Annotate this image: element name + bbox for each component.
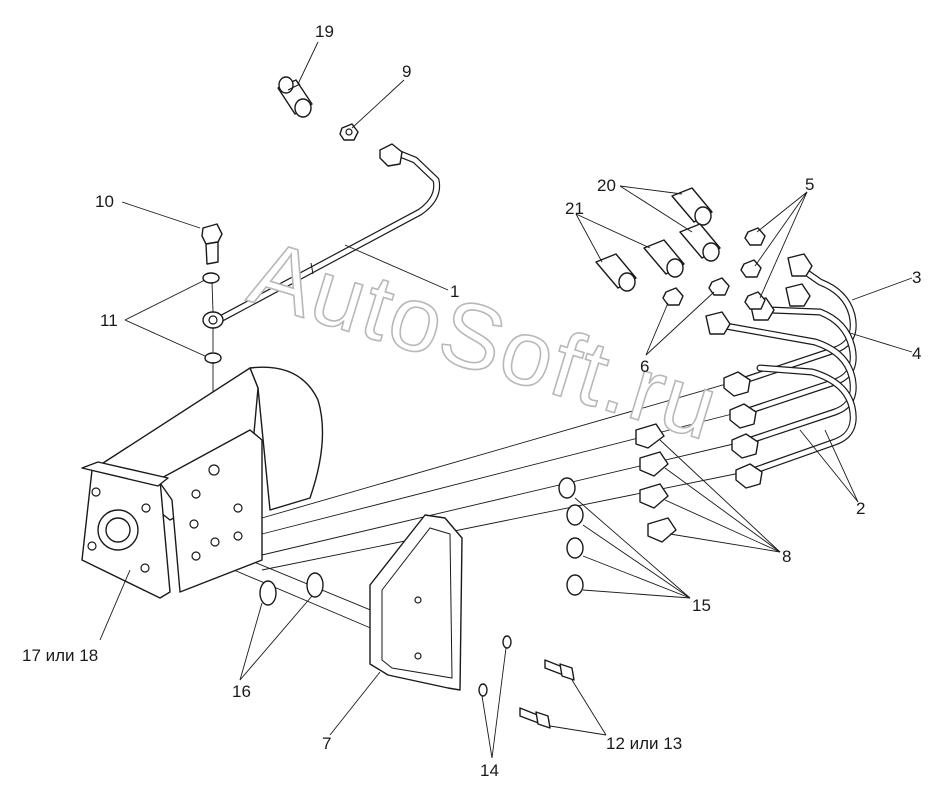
- callout-17-18: 17 или 18: [22, 646, 98, 665]
- callout-6: 6: [640, 357, 649, 376]
- tube-1-nut: [379, 143, 403, 167]
- callout-3: 3: [912, 268, 921, 287]
- o-rings-15: [558, 477, 584, 596]
- nuts-5: [740, 227, 766, 310]
- callout-7: 7: [322, 734, 331, 753]
- leader-lines: [99, 41, 913, 759]
- o-rings-16: [259, 572, 324, 606]
- nut-9: [339, 123, 359, 141]
- callout-10: 10: [95, 192, 114, 211]
- tubes-2-3-4: [705, 253, 857, 489]
- callout-5: 5: [805, 175, 814, 194]
- hose-ends-21: [595, 239, 685, 292]
- callout-4: 4: [912, 344, 921, 363]
- distributor-body: [81, 366, 324, 599]
- callout-9: 9: [402, 62, 411, 81]
- callout-2: 2: [856, 499, 865, 518]
- callout-12-13: 12 или 13: [606, 734, 682, 753]
- callout-20: 20: [597, 176, 616, 195]
- unions-8: [635, 423, 677, 543]
- washers-14: [478, 635, 512, 697]
- callout-11: 11: [100, 311, 118, 330]
- callout-21: 21: [565, 199, 584, 218]
- callout-1: 1: [450, 282, 459, 301]
- callout-15: 15: [692, 596, 711, 615]
- callout-16: 16: [232, 682, 251, 701]
- callout-14: 14: [480, 761, 499, 780]
- bolts-12-13: [519, 659, 575, 729]
- tube-1: [218, 150, 441, 322]
- callout-19: 19: [315, 22, 334, 41]
- flange-plate-7: [369, 514, 463, 691]
- hose-ends-20: [671, 187, 721, 262]
- nuts-6: [662, 277, 730, 306]
- callout-8: 8: [782, 547, 791, 566]
- hose-fitting-19: [277, 76, 313, 118]
- callout-labels: 19 9 10 11 1 3 4 2 5 20 21 6 8 15 16 17 …: [22, 22, 921, 780]
